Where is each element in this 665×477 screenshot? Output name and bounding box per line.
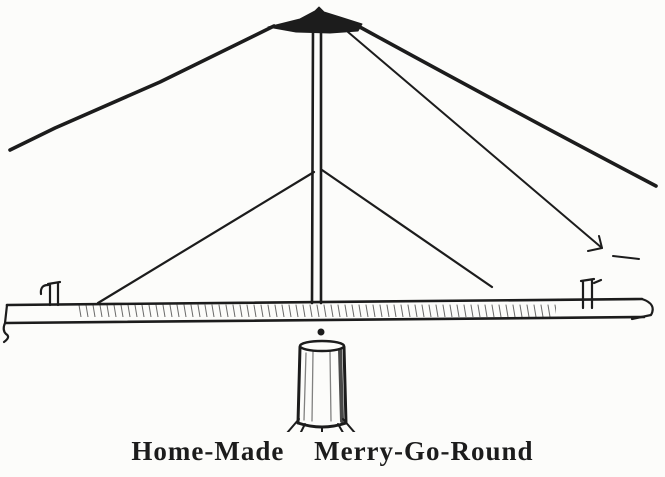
right-handle-peg (579, 277, 603, 310)
plank-right-end (630, 297, 654, 321)
right-drop-rope (347, 31, 603, 249)
plank-bottom-edge (4, 315, 646, 325)
top-hub (267, 6, 363, 34)
left-brace (96, 170, 316, 305)
plank-hatching (78, 304, 556, 317)
base-post-feet (286, 418, 356, 432)
plank-top-edge (5, 297, 644, 307)
arrow-mark (587, 235, 640, 260)
base-post-shadow-edge (338, 348, 344, 423)
figure-caption: Home-Made Merry-Go-Round (131, 436, 534, 466)
merry-go-round-illustration (2, 6, 658, 432)
right-guy-rope (356, 24, 658, 188)
center-mast (310, 26, 323, 305)
base-post-shading (303, 351, 332, 422)
left-guy-rope (8, 24, 276, 152)
left-handle-peg (39, 280, 62, 307)
base-post-top (298, 339, 346, 353)
plank-left-end (2, 303, 10, 344)
right-brace (320, 168, 494, 289)
pivot-pin (317, 328, 325, 336)
